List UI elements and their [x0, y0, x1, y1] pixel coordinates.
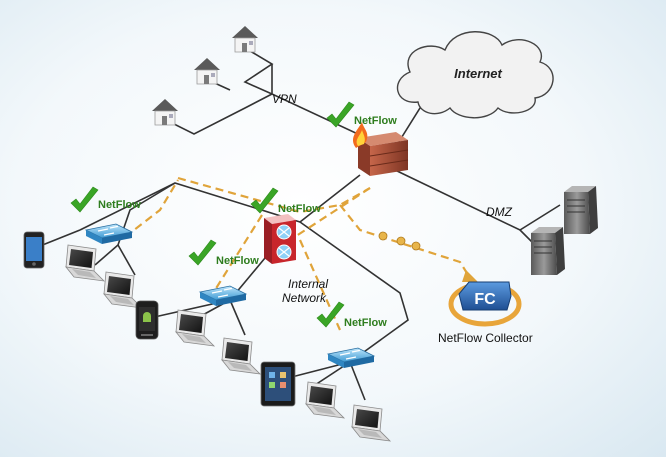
house-icon	[151, 98, 179, 126]
firewall-icon	[352, 122, 409, 176]
house-icon	[193, 57, 221, 85]
arrow-head-icon	[462, 270, 478, 282]
smartphone-icon	[135, 300, 159, 340]
netflow-marker: NetFlow	[250, 187, 321, 215]
netflow-marker: NetFlow	[70, 186, 141, 213]
internet-cloud: Internet	[396, 31, 554, 119]
netflow-label: NetFlow	[216, 255, 259, 267]
dmz-label: DMZ	[486, 205, 513, 219]
collector-label: NetFlow Collector	[438, 331, 533, 345]
dmz-servers	[530, 185, 599, 276]
checkmark-icon	[316, 301, 345, 328]
house-icon	[231, 25, 259, 53]
netflow-label: NetFlow	[98, 199, 141, 211]
netflow-marker: NetFlow	[326, 101, 397, 128]
vpn-label: VPN	[272, 92, 297, 106]
core-switch	[264, 214, 296, 264]
core-switch-icon	[264, 214, 296, 264]
checkmark-icon	[188, 239, 217, 266]
switch-icon	[85, 223, 133, 245]
switch-icon	[327, 347, 375, 369]
netflow-dots	[378, 231, 421, 251]
netflow-label: NetFlow	[278, 203, 321, 215]
server-icon	[563, 185, 599, 235]
endpoints	[23, 231, 391, 442]
server-icon	[530, 226, 566, 276]
internal-network-label-line1: Internal	[288, 277, 328, 291]
laptop-icon	[221, 337, 261, 375]
collector-badge: FC	[474, 291, 496, 308]
internet-label: Internet	[454, 66, 502, 81]
firewall	[352, 122, 409, 176]
tablet-icon	[260, 361, 296, 407]
netflow-collector: FC	[448, 281, 522, 327]
laptop-icon	[175, 309, 215, 347]
netflow-label: NetFlow	[354, 115, 397, 127]
smartphone-icon	[23, 231, 45, 269]
laptop-icon	[351, 404, 391, 442]
internal-network-label-line2: Network	[282, 291, 327, 305]
checkmark-icon	[250, 187, 279, 214]
checkmark-icon	[70, 186, 99, 213]
netflow-marker: NetFlow	[316, 301, 387, 329]
laptop-icon	[305, 381, 345, 419]
cloud-icon	[396, 31, 554, 119]
collector-icon: FC	[448, 281, 522, 327]
laptop-icon	[103, 271, 143, 309]
checkmark-icon	[326, 101, 355, 128]
netflow-label: NetFlow	[344, 317, 387, 329]
netflow-paths	[124, 176, 471, 331]
netflow-marker: NetFlow	[188, 239, 259, 267]
